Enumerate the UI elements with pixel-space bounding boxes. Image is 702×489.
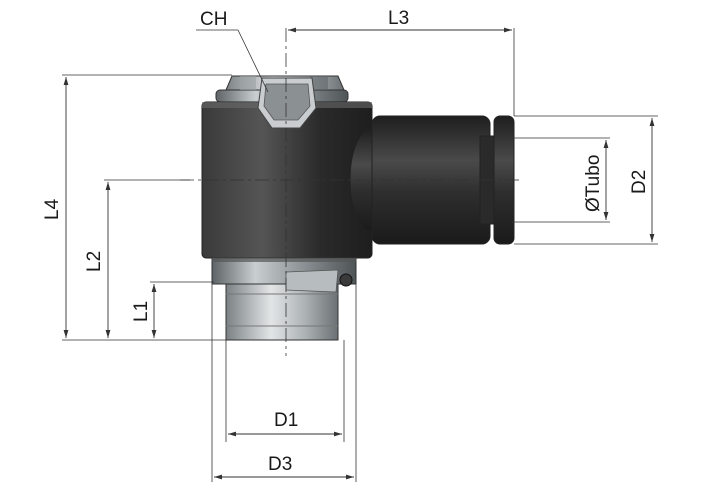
label-l1: L1: [131, 301, 152, 322]
fitting-body-group: [201, 75, 515, 341]
label-d1: D1: [274, 410, 298, 431]
center-lines: [62, 28, 658, 482]
label-l4: L4: [42, 198, 63, 220]
seal-ring: [339, 273, 353, 287]
dimension-lines: [63, 27, 655, 480]
label-l2: L2: [84, 251, 105, 272]
label-tube-diameter: ØTubo: [583, 155, 604, 212]
label-ch: CH: [200, 9, 227, 30]
label-l3: L3: [388, 8, 409, 29]
bottom-thread: [225, 283, 339, 341]
dimension-labels: CH L3 L4 L2 L1 D1 D3 D2 ØTubo: [42, 8, 650, 475]
label-d2: D2: [629, 170, 650, 194]
label-d3: D3: [268, 454, 292, 475]
